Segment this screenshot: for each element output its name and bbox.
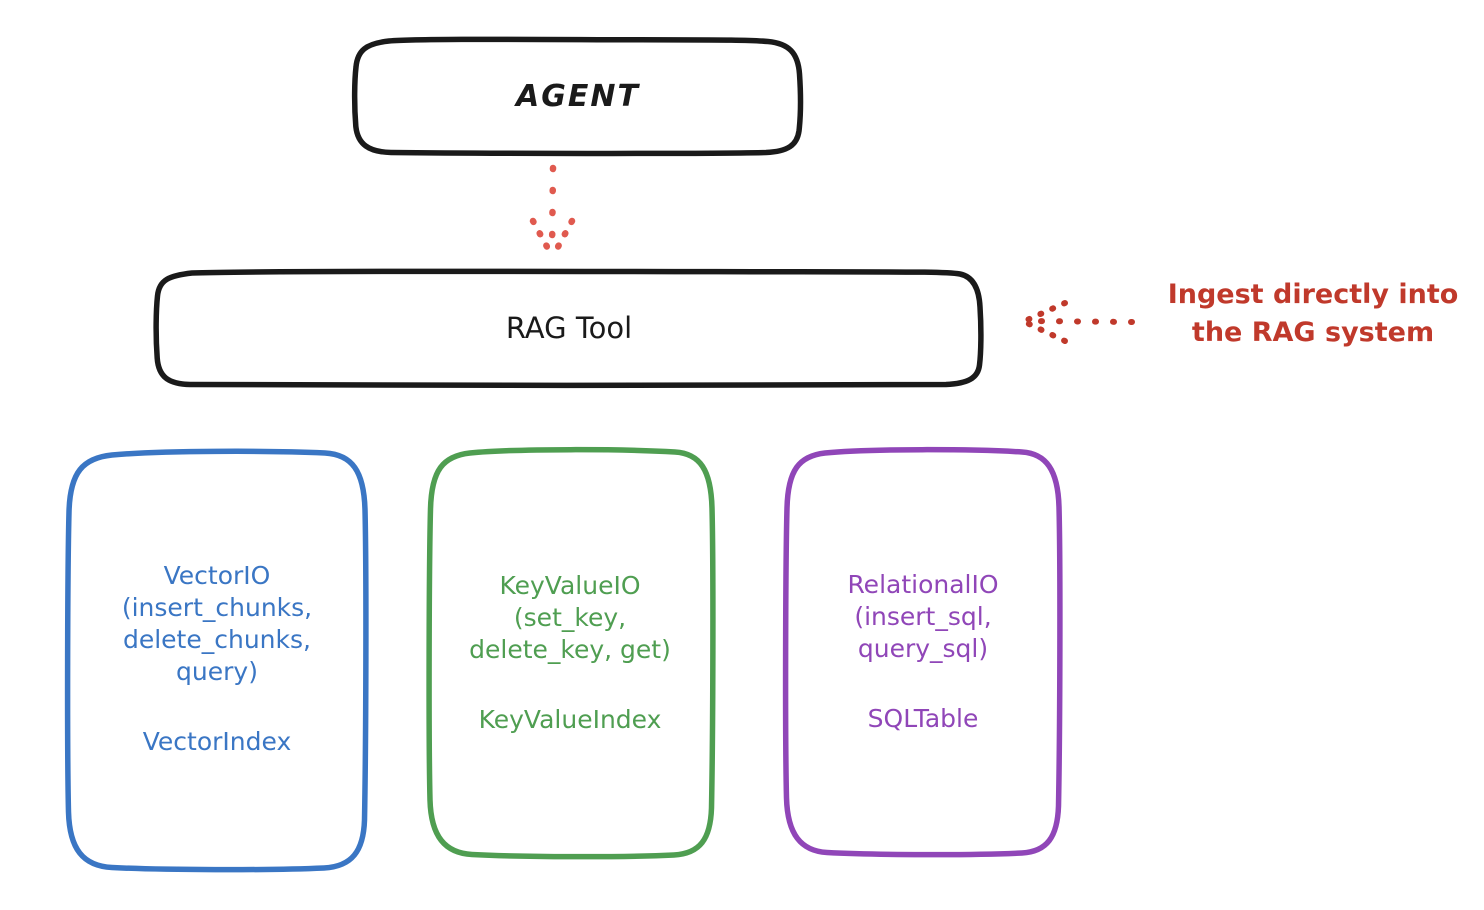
agent-box[interactable] bbox=[351, 36, 804, 157]
keyvalue-store-box[interactable] bbox=[426, 446, 716, 860]
ingest-annotation-arrow bbox=[1024, 300, 1135, 344]
vector-store-box[interactable] bbox=[64, 448, 369, 873]
relational-store-box[interactable] bbox=[782, 446, 1063, 858]
agent-to-rag-arrow bbox=[529, 164, 576, 260]
rag-tool-box[interactable] bbox=[153, 268, 984, 389]
